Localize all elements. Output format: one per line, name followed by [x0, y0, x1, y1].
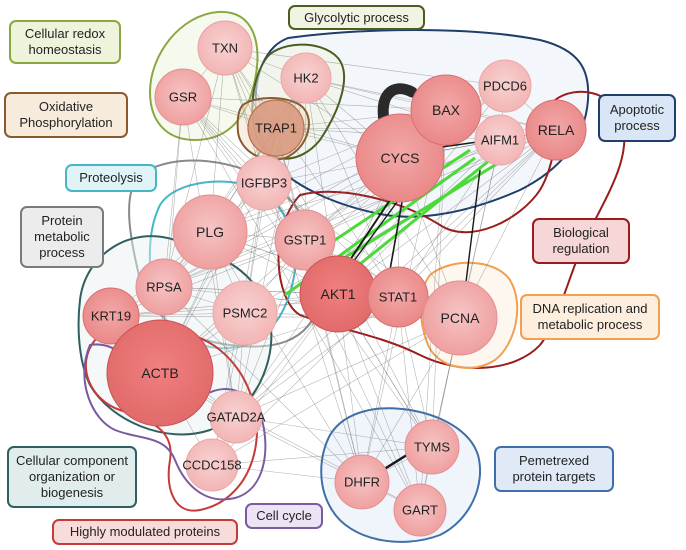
node-label-hk2: HK2: [293, 71, 318, 86]
node-pdcd6[interactable]: PDCD6: [478, 59, 532, 113]
node-label-pcna: PCNA: [441, 310, 481, 326]
label-glycolytic-process: Glycolytic process: [288, 5, 425, 30]
node-label-actb: ACTB: [141, 365, 178, 381]
node-pcna[interactable]: PCNA: [422, 280, 498, 356]
node-plg[interactable]: PLG: [172, 194, 248, 270]
node-label-tyms: TYMS: [414, 440, 450, 455]
node-gatad2a[interactable]: GATAD2A: [207, 390, 266, 444]
node-label-plg: PLG: [196, 224, 224, 240]
node-label-psmc2: PSMC2: [223, 306, 268, 321]
interaction-edge: [211, 317, 461, 466]
label-highly-modulated-proteins: Highly modulated proteins: [52, 519, 238, 545]
node-ccdc158[interactable]: CCDC158: [182, 438, 242, 492]
label-biological-regulation: Biological regulation: [532, 218, 630, 264]
label-oxidative-phosphorylation: Oxidative Phosphorylation: [4, 92, 128, 138]
node-psmc2[interactable]: PSMC2: [212, 280, 278, 346]
interaction-edge: [235, 416, 433, 448]
node-aifm1[interactable]: AIFM1: [474, 114, 526, 166]
node-krt19[interactable]: KRT19: [82, 287, 140, 345]
node-label-rpsa: RPSA: [146, 280, 182, 295]
node-label-ccdc158: CCDC158: [182, 458, 241, 473]
interaction-edge: [361, 296, 399, 483]
node-label-cycs: CYCS: [381, 150, 420, 166]
label-pemetrexed-protein-targets: Pemetrexed protein targets: [494, 446, 614, 492]
label-cellular-redox-homeostasis: Cellular redox homeostasis: [9, 20, 121, 64]
node-label-gart: GART: [402, 503, 438, 518]
node-gstp1[interactable]: GSTP1: [274, 209, 336, 271]
aifm1-pcna-edge: [464, 169, 481, 291]
node-txn[interactable]: TXN: [197, 20, 253, 76]
node-tyms[interactable]: TYMS: [404, 419, 460, 475]
node-label-krt19: KRT19: [91, 309, 131, 324]
label-cellular-component-organization-or-biogenesis: Cellular component organization or bioge…: [7, 446, 137, 508]
node-label-igfbp3: IGFBP3: [241, 176, 287, 191]
node-label-gstp1: GSTP1: [284, 233, 327, 248]
node-stat1[interactable]: STAT1: [367, 266, 429, 328]
node-bax[interactable]: BAX: [410, 74, 482, 146]
interaction-edge: [235, 317, 461, 418]
node-label-rela: RELA: [538, 122, 575, 138]
node-actb[interactable]: ACTB: [106, 319, 214, 427]
node-akt1[interactable]: AKT1: [299, 255, 377, 333]
label-protein-metabolic-process: Protein metabolic process: [20, 206, 104, 268]
node-label-trap1: TRAP1: [255, 121, 297, 136]
node-label-gsr: GSR: [169, 90, 197, 105]
node-igfbp3[interactable]: IGFBP3: [236, 155, 292, 211]
highly-modulated-hull: [85, 326, 258, 512]
label-dna-replication-and-metabolic-process: DNA replication and metabolic process: [520, 294, 660, 340]
interaction-edge: [235, 296, 399, 418]
node-rela[interactable]: RELA: [525, 99, 587, 161]
interaction-edge: [163, 96, 184, 288]
node-label-aifm1: AIFM1: [481, 133, 519, 148]
label-apoptotic-process: Apoptotic process: [598, 94, 676, 142]
node-dhfr[interactable]: DHFR: [334, 454, 390, 510]
node-gart[interactable]: GART: [393, 483, 447, 537]
node-label-pdcd6: PDCD6: [483, 79, 527, 94]
node-label-dhfr: DHFR: [344, 475, 380, 490]
interaction-edge: [211, 446, 433, 466]
node-hk2[interactable]: HK2: [280, 52, 332, 104]
node-gsr[interactable]: GSR: [154, 68, 212, 126]
label-proteolysis: Proteolysis: [65, 164, 157, 192]
node-label-akt1: AKT1: [320, 286, 355, 302]
green-edge-3: [349, 158, 491, 274]
node-label-txn: TXN: [212, 41, 238, 56]
node-label-bax: BAX: [432, 102, 461, 118]
node-rpsa[interactable]: RPSA: [135, 258, 193, 316]
interaction-edge: [182, 96, 447, 111]
interaction-edge: [397, 129, 557, 298]
node-label-gatad2a: GATAD2A: [207, 410, 266, 425]
label-cell-cycle: Cell cycle: [245, 503, 323, 529]
interaction-edge: [337, 293, 421, 511]
interaction-edge: [337, 129, 557, 295]
node-trap1[interactable]: TRAP1: [247, 99, 305, 157]
node-label-stat1: STAT1: [379, 290, 418, 305]
